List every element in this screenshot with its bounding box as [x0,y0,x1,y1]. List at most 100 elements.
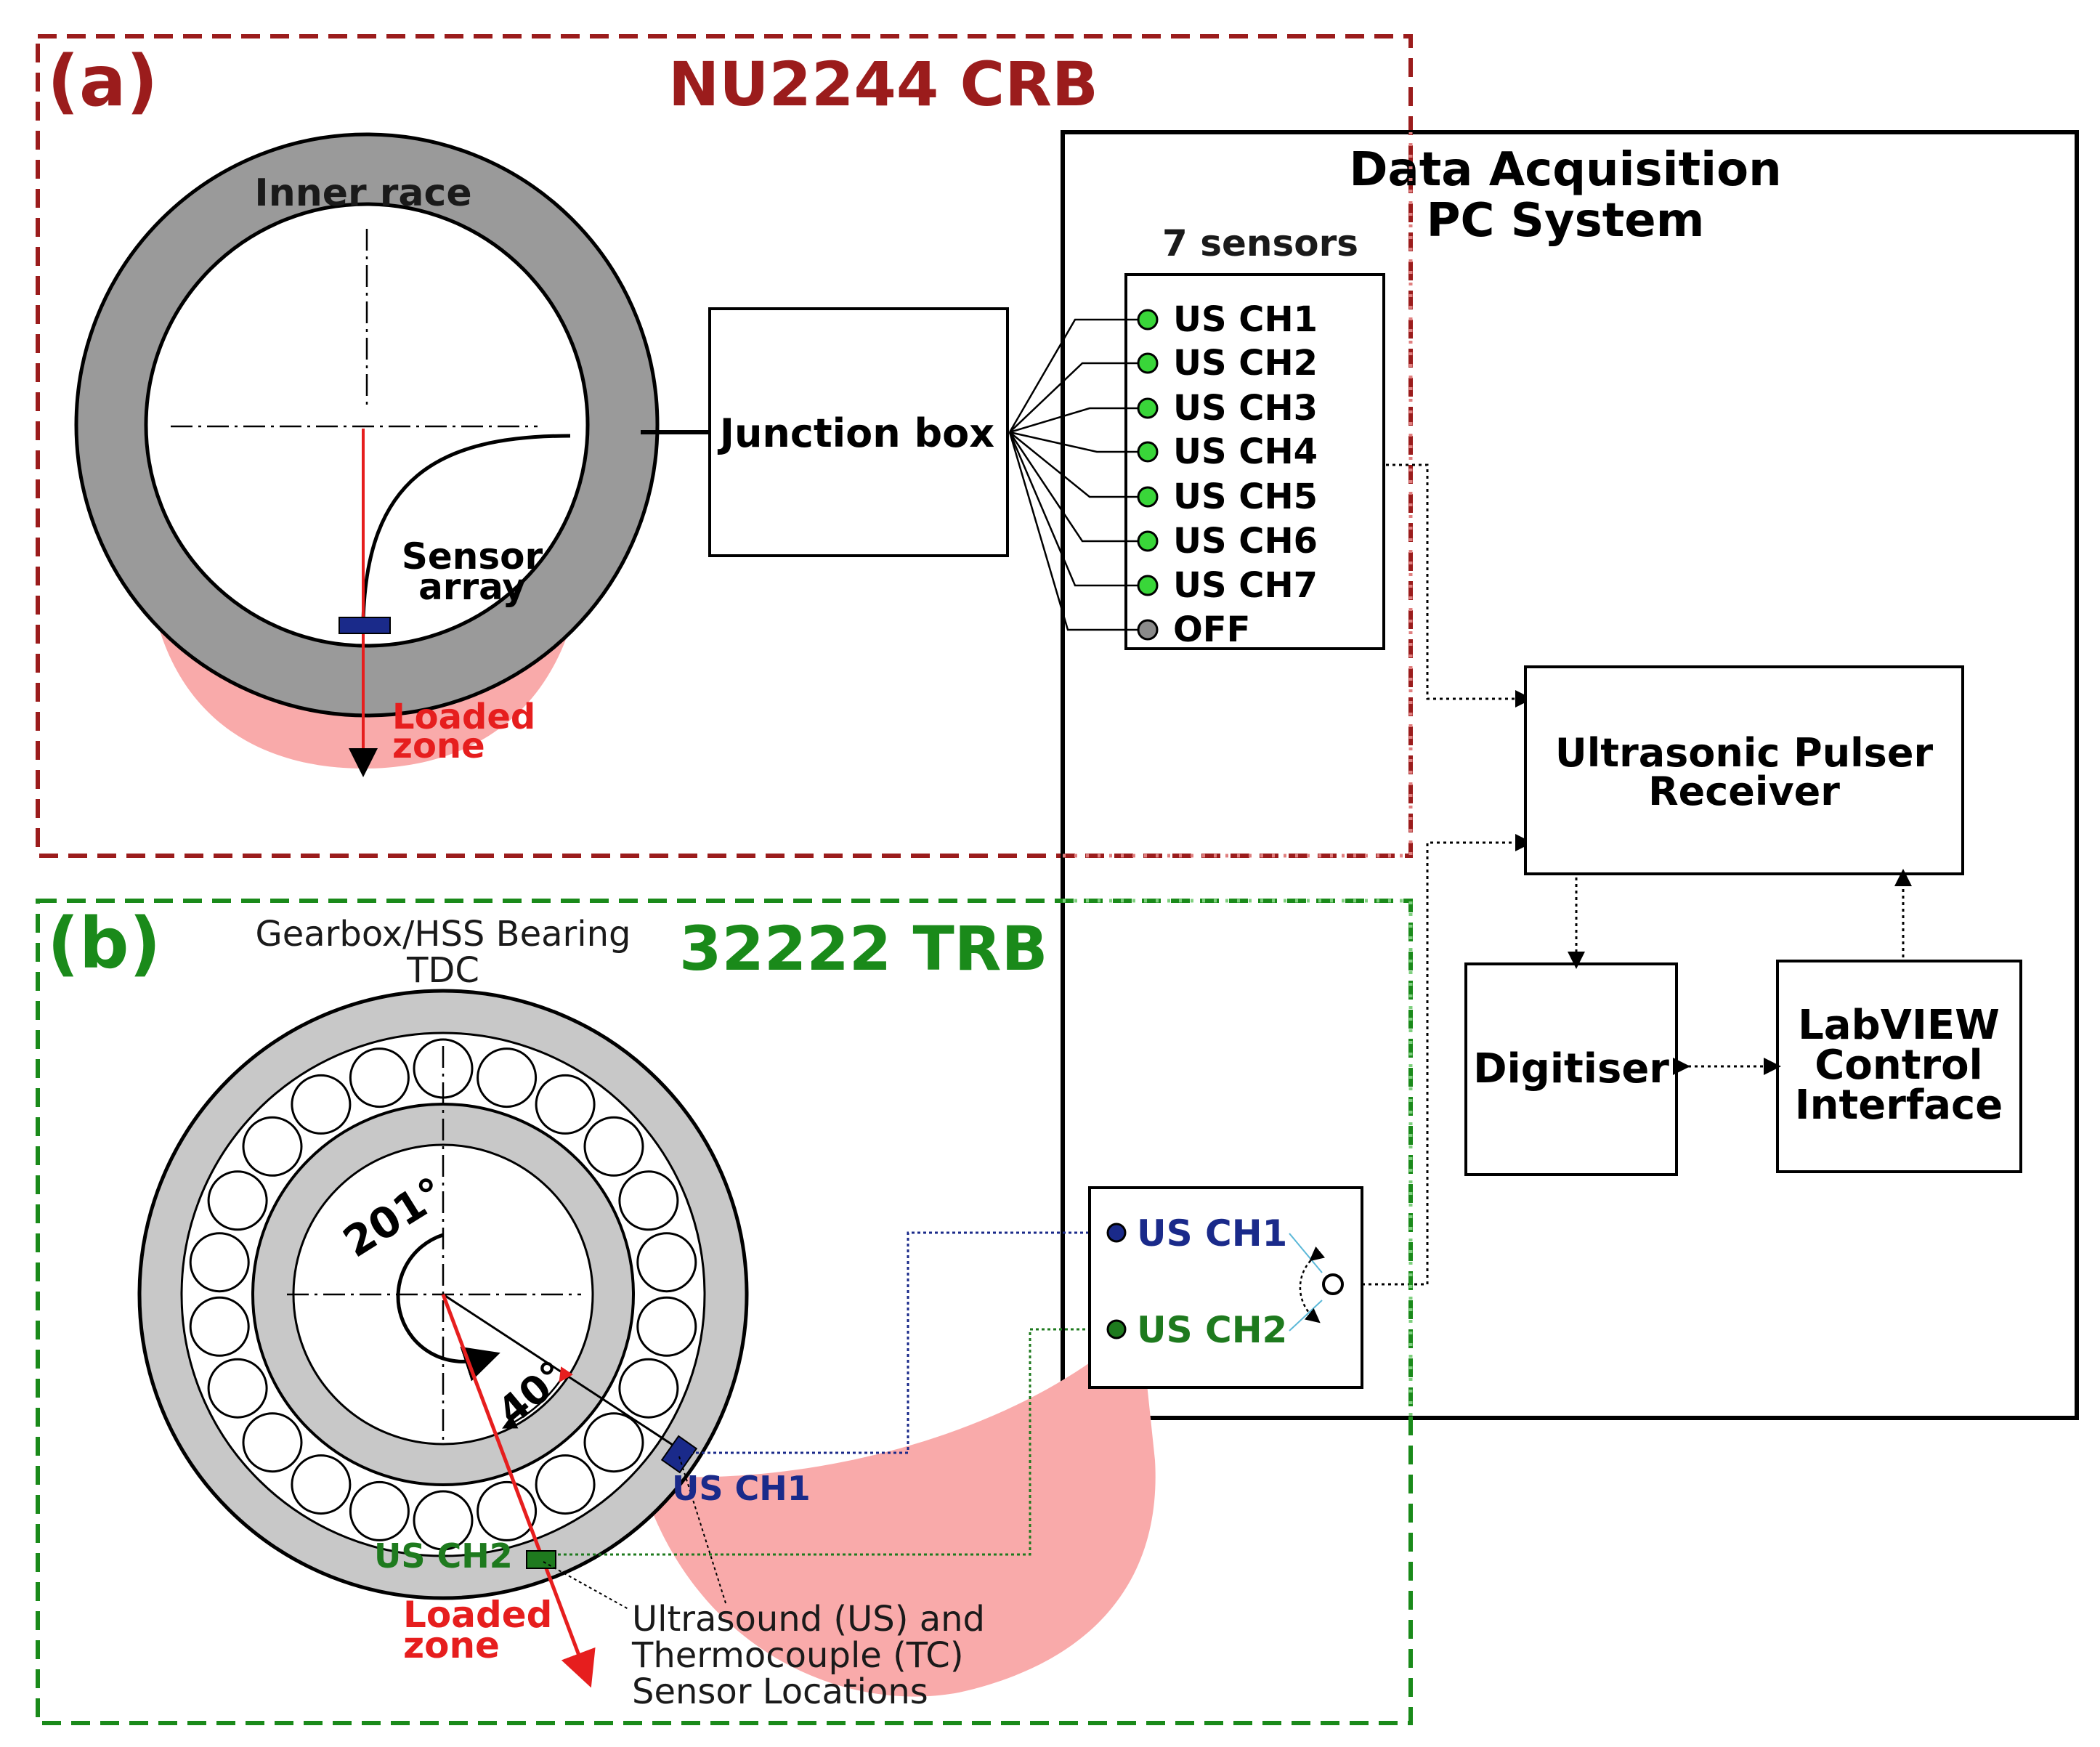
channel-row-3: US CH3 [1137,388,1318,429]
roller [189,1296,250,1357]
channel-label-3: US CH3 [1173,388,1318,429]
panel-b-label: (b) [47,903,161,984]
switch-ch1-label: US CH1 [1137,1212,1287,1254]
junction-box-label: Junction box [717,410,994,456]
channel-row-7: US CH7 [1137,565,1318,606]
tdc-label-1: Gearbox/HSS Bearing [256,914,631,954]
channel-label-7: US CH7 [1173,565,1318,606]
daq-title-2: PC System [1427,194,1705,248]
channel-label-5: US CH5 [1173,477,1318,517]
channel-label-6: US CH6 [1173,521,1318,562]
sensor-location-label-2: Thermocouple (TC) [631,1635,964,1676]
panel-a-inner-race [76,134,657,716]
roller [535,1454,596,1515]
junction-box [708,307,1009,557]
sensor-array-label-2: array [418,566,526,608]
roller [242,1116,303,1177]
panel-b-loaded-zone-label-1: Loaded [403,1594,552,1636]
ch5-status-led [1137,486,1159,508]
digitiser-box [1464,962,1678,1176]
roller [535,1074,596,1135]
panel-b-frame [36,899,1413,1725]
ch4-status-led [1137,441,1159,463]
channel-label-4: US CH4 [1173,431,1318,472]
panel-a-loaded-zone-label-1: Loaded [392,697,535,737]
roller [207,1358,268,1419]
off-status-led [1137,619,1159,641]
switch-ch2-dot [1106,1319,1127,1339]
channel-label-off: OFF [1173,609,1250,650]
labview-label-1: LabVIEW [1798,1002,2000,1049]
ring-ch2-label: US CH2 [374,1536,513,1576]
panel-b-load-arrow [441,1294,596,1688]
ch7-status-led [1137,575,1159,596]
channel-row-6: US CH6 [1137,521,1318,562]
daq-title-1: Data Acquisition [1349,143,1781,197]
switch-to-pulser-path [1362,834,1533,1286]
panel-a-sensor-cable [361,434,571,622]
switch-ch2-label: US CH2 [1137,1309,1287,1351]
sensor-location-label-3: Sensor Locations [632,1671,928,1712]
junction-fanout-wires [1008,318,1148,631]
roller [618,1170,679,1231]
angle-40-arc [502,1366,573,1429]
panel-a-loaded-zone-label-2: zone [392,726,485,766]
ch6-status-led [1137,530,1159,552]
roller [636,1232,697,1293]
labview-label-3: Interface [1795,1082,2003,1129]
roller [413,1490,474,1551]
ch1-status-led [1137,309,1159,331]
sensors-header: 7 sensors [1162,222,1358,264]
sensor-array-label-1: Sensor [402,535,543,577]
daq-system-frame [1061,130,2079,1420]
switch-common-terminal [1322,1273,1344,1295]
channel-row-1: US CH1 [1137,299,1318,340]
channel-label-2: US CH2 [1173,343,1318,384]
roller [477,1480,538,1541]
tdc-label-2: TDC [406,950,479,991]
switch-arc [1299,1246,1326,1324]
panel-b-loaded-zone [639,1322,1156,1697]
roller [291,1454,352,1515]
roller-set [189,1038,697,1551]
roller [291,1074,352,1135]
roller [349,1047,410,1108]
roller [189,1232,250,1293]
roller [349,1480,410,1541]
roller [583,1116,644,1177]
roller [636,1296,697,1357]
roller [242,1412,303,1473]
channel-row-5: US CH5 [1137,477,1318,517]
ring-ch1-label: US CH1 [672,1469,811,1508]
ch3-status-led [1137,397,1159,419]
panel-b-title: 32222 TRB [679,913,1048,984]
channel-selector-box [1124,273,1385,650]
us-ch1-sensor [660,1435,698,1474]
channel-row-off: OFF [1137,609,1250,650]
roller [583,1412,644,1473]
roller [618,1358,679,1419]
pulser-label-1: Ultrasonic Pulser [1555,730,1934,776]
panel-a-title: NU2244 CRB [668,49,1098,120]
labview-box [1776,960,2022,1173]
inner-race-label: Inner race [254,171,471,215]
ch1-cable [690,1231,1090,1454]
selector-to-pulser-path [1386,463,1533,708]
ultrasonic-pulser-receiver [1524,665,1964,875]
channel-label-1: US CH1 [1173,299,1318,340]
angle-201-arc [396,1233,500,1382]
roller [207,1170,268,1231]
panel-a-label: (a) [47,41,158,122]
channel-row-2: US CH2 [1137,343,1318,384]
digitiser-label: Digitiser [1473,1045,1669,1093]
ch2-status-led [1137,352,1159,374]
pulser-label-2: Receiver [1648,769,1840,814]
panel-a-sensor-array [338,617,391,634]
us-ch2-sensor [526,1550,556,1569]
labview-label-2: Control [1815,1042,1983,1089]
switch-ch1-dot [1106,1223,1127,1243]
ch2-cable [558,1328,1090,1556]
sensor-location-label-1: Ultrasound (US) and [632,1599,985,1639]
roller [477,1047,538,1108]
